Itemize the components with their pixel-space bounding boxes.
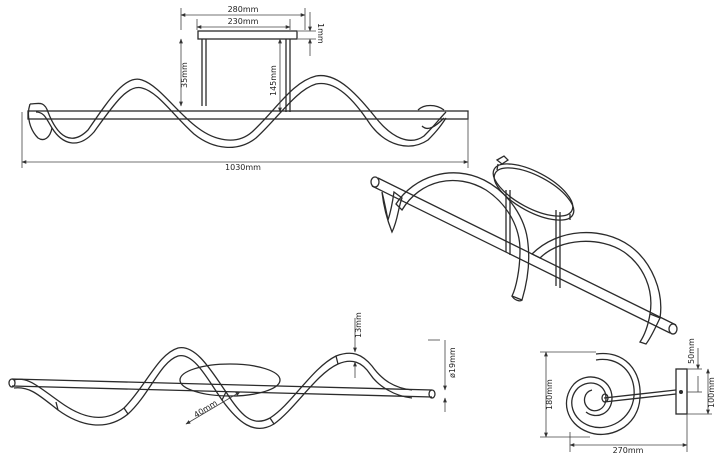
wave-band-front xyxy=(29,74,447,141)
dim-top-offset-label: 50mm xyxy=(687,338,696,364)
side-spiral xyxy=(571,358,635,429)
iso-arch-left xyxy=(395,172,530,301)
iso-main-tube xyxy=(371,177,677,334)
dim-suspension-height-label: 145mm xyxy=(269,65,278,96)
dim-line-40 xyxy=(185,391,241,425)
dim-total-length-label: 1030mm xyxy=(225,163,261,172)
canopy-plate xyxy=(197,30,298,40)
iso-band-left xyxy=(381,190,403,234)
top-view: 13mm ø19mm 40mm xyxy=(8,312,457,429)
dim-height-label: 180mm xyxy=(545,379,554,410)
iso-arch-right xyxy=(530,231,662,319)
dim-tube-diameter-label: ø19mm xyxy=(448,347,457,378)
dim-canopy-outer-label: 280mm xyxy=(228,5,259,14)
dim-rod-spacing-label: 35mm xyxy=(180,62,189,88)
dim-width-label: 270mm xyxy=(613,446,644,455)
side-canopy xyxy=(675,368,688,415)
isometric-view xyxy=(370,155,678,345)
dim-canopy-thickness-label: 1mm xyxy=(316,23,325,44)
dim-band-width-label: 13mm xyxy=(354,312,363,338)
main-bar xyxy=(27,110,469,120)
dim-band-depth-label: 40mm xyxy=(192,398,219,419)
top-main-tube xyxy=(11,378,433,398)
dim-canopy-depth-label: 100mm xyxy=(707,377,716,408)
front-view: 280mm 230mm 1mm 35mm 145mm 1030mm xyxy=(21,5,469,172)
iso-canopy xyxy=(492,163,574,217)
side-view: 180mm 50mm 100mm 270mm xyxy=(540,338,716,455)
dim-canopy-inner-label: 230mm xyxy=(228,17,259,26)
